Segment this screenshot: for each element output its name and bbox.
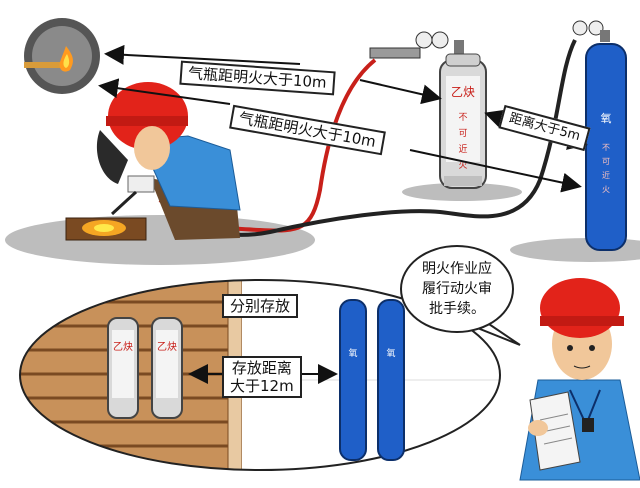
- svg-text:可: 可: [602, 157, 610, 166]
- arrow-gap-left: [484, 109, 507, 129]
- speech-bubble: 明火作业应履行动火审批手续。: [400, 245, 514, 333]
- svg-text:可: 可: [458, 128, 467, 139]
- svg-text:火: 火: [602, 185, 610, 194]
- stored-oxygen-cylinder-2: 氧: [377, 299, 405, 461]
- speech-bubble-text: 明火作业应履行动火审批手续。: [422, 261, 492, 317]
- svg-text:氧: 氧: [601, 111, 612, 125]
- arrow-upper-right: [359, 79, 442, 105]
- arrow-upper: [104, 44, 301, 65]
- svg-text:不: 不: [458, 112, 467, 123]
- label-storage-distance-line1: 存放距离: [231, 359, 292, 377]
- worker-figure: [519, 278, 640, 481]
- stored-acetylene-cylinder-1: 乙炔: [107, 317, 139, 419]
- arrow-lower-right: [409, 149, 582, 193]
- svg-text:乙炔: 乙炔: [451, 85, 475, 99]
- svg-text:氧: 氧: [386, 347, 395, 359]
- ground-shadow-mid: [402, 183, 522, 201]
- acetylene-regulator: [369, 31, 464, 59]
- stored-acetylene-cylinder-2: 乙炔: [151, 317, 183, 419]
- acetylene-cylinder: 乙炔 不 可 近 火: [439, 53, 487, 189]
- flame-icon: [24, 18, 100, 94]
- label-storage-distance-line2: 大于12m: [230, 377, 294, 395]
- svg-text:乙炔: 乙炔: [157, 341, 177, 353]
- svg-text:近: 近: [458, 143, 467, 155]
- oxygen-cylinder: 氧 不 可 近 火: [572, 20, 627, 251]
- stored-oxygen-cylinder-1: 氧: [339, 299, 367, 461]
- label-separate-storage: 分别存放: [222, 294, 299, 318]
- ground-shadow-left: [5, 215, 315, 265]
- welder-figure: [65, 82, 241, 241]
- svg-text:不: 不: [602, 143, 610, 152]
- label-storage-distance: 存放距离 大于12m: [222, 356, 302, 398]
- svg-text:火: 火: [458, 160, 467, 171]
- svg-text:乙炔: 乙炔: [113, 341, 133, 353]
- arrow-lower-left: [98, 78, 231, 105]
- svg-text:氧: 氧: [348, 347, 357, 359]
- svg-text:近: 近: [602, 170, 610, 180]
